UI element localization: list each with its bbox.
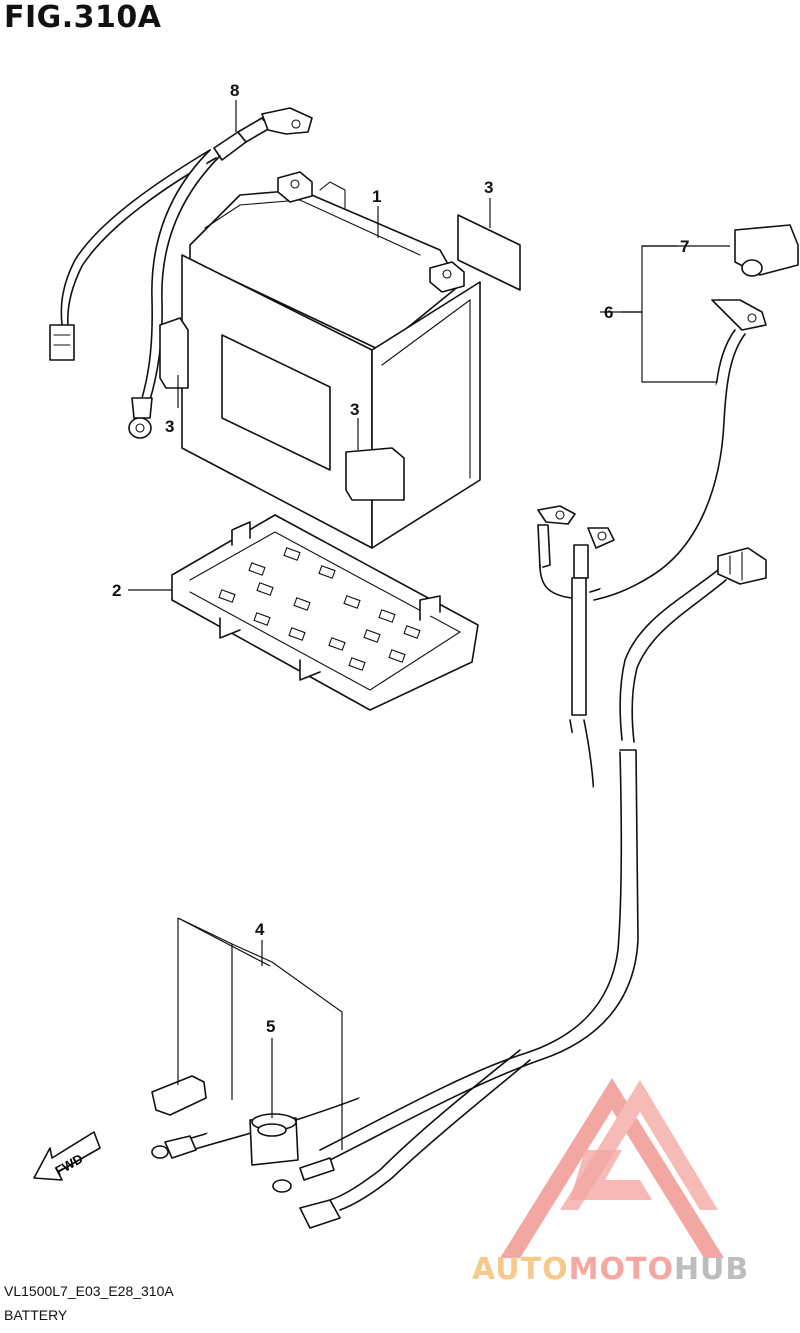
callout-3-sticker: 3 xyxy=(484,178,493,197)
figure-name: BATTERY xyxy=(4,1307,68,1323)
callout-3-left: 3 xyxy=(165,417,174,436)
part-1-battery xyxy=(159,171,481,549)
part-2-tray xyxy=(171,514,479,711)
part-7-terminal-cap xyxy=(734,224,799,277)
harness-secondary xyxy=(272,547,767,1229)
part-8-cable xyxy=(49,107,313,439)
figure-title: FIG.310A xyxy=(4,0,162,35)
part-5-cap xyxy=(249,1113,299,1166)
watermark-logo xyxy=(500,1078,724,1258)
tray-slots xyxy=(218,547,421,671)
watermark-part-a: AUTO xyxy=(472,1252,569,1287)
part-3-sticker xyxy=(457,214,521,291)
callout-4: 4 xyxy=(255,920,265,939)
leader-lines xyxy=(128,100,730,1150)
watermark-part-b: MOTO xyxy=(568,1252,674,1287)
figure-code: VL1500L7_E03_E28_310A xyxy=(4,1283,174,1299)
callout-3-front: 3 xyxy=(350,400,359,419)
watermark-text: AUTOMOTOHUB xyxy=(472,1252,749,1287)
callout-labels: 8 1 3 3 3 2 7 6 4 5 xyxy=(112,81,689,1036)
callout-6: 6 xyxy=(604,303,613,322)
part-4-boot xyxy=(151,1075,207,1116)
callout-5: 5 xyxy=(266,1017,275,1036)
part-6-cable xyxy=(589,299,767,601)
watermark-part-c: HUB xyxy=(673,1252,750,1287)
callout-2: 2 xyxy=(112,581,121,600)
callout-1: 1 xyxy=(372,187,381,206)
callout-7: 7 xyxy=(680,237,689,256)
fwd-arrow: FWD xyxy=(33,1131,101,1181)
callout-8: 8 xyxy=(230,81,239,100)
